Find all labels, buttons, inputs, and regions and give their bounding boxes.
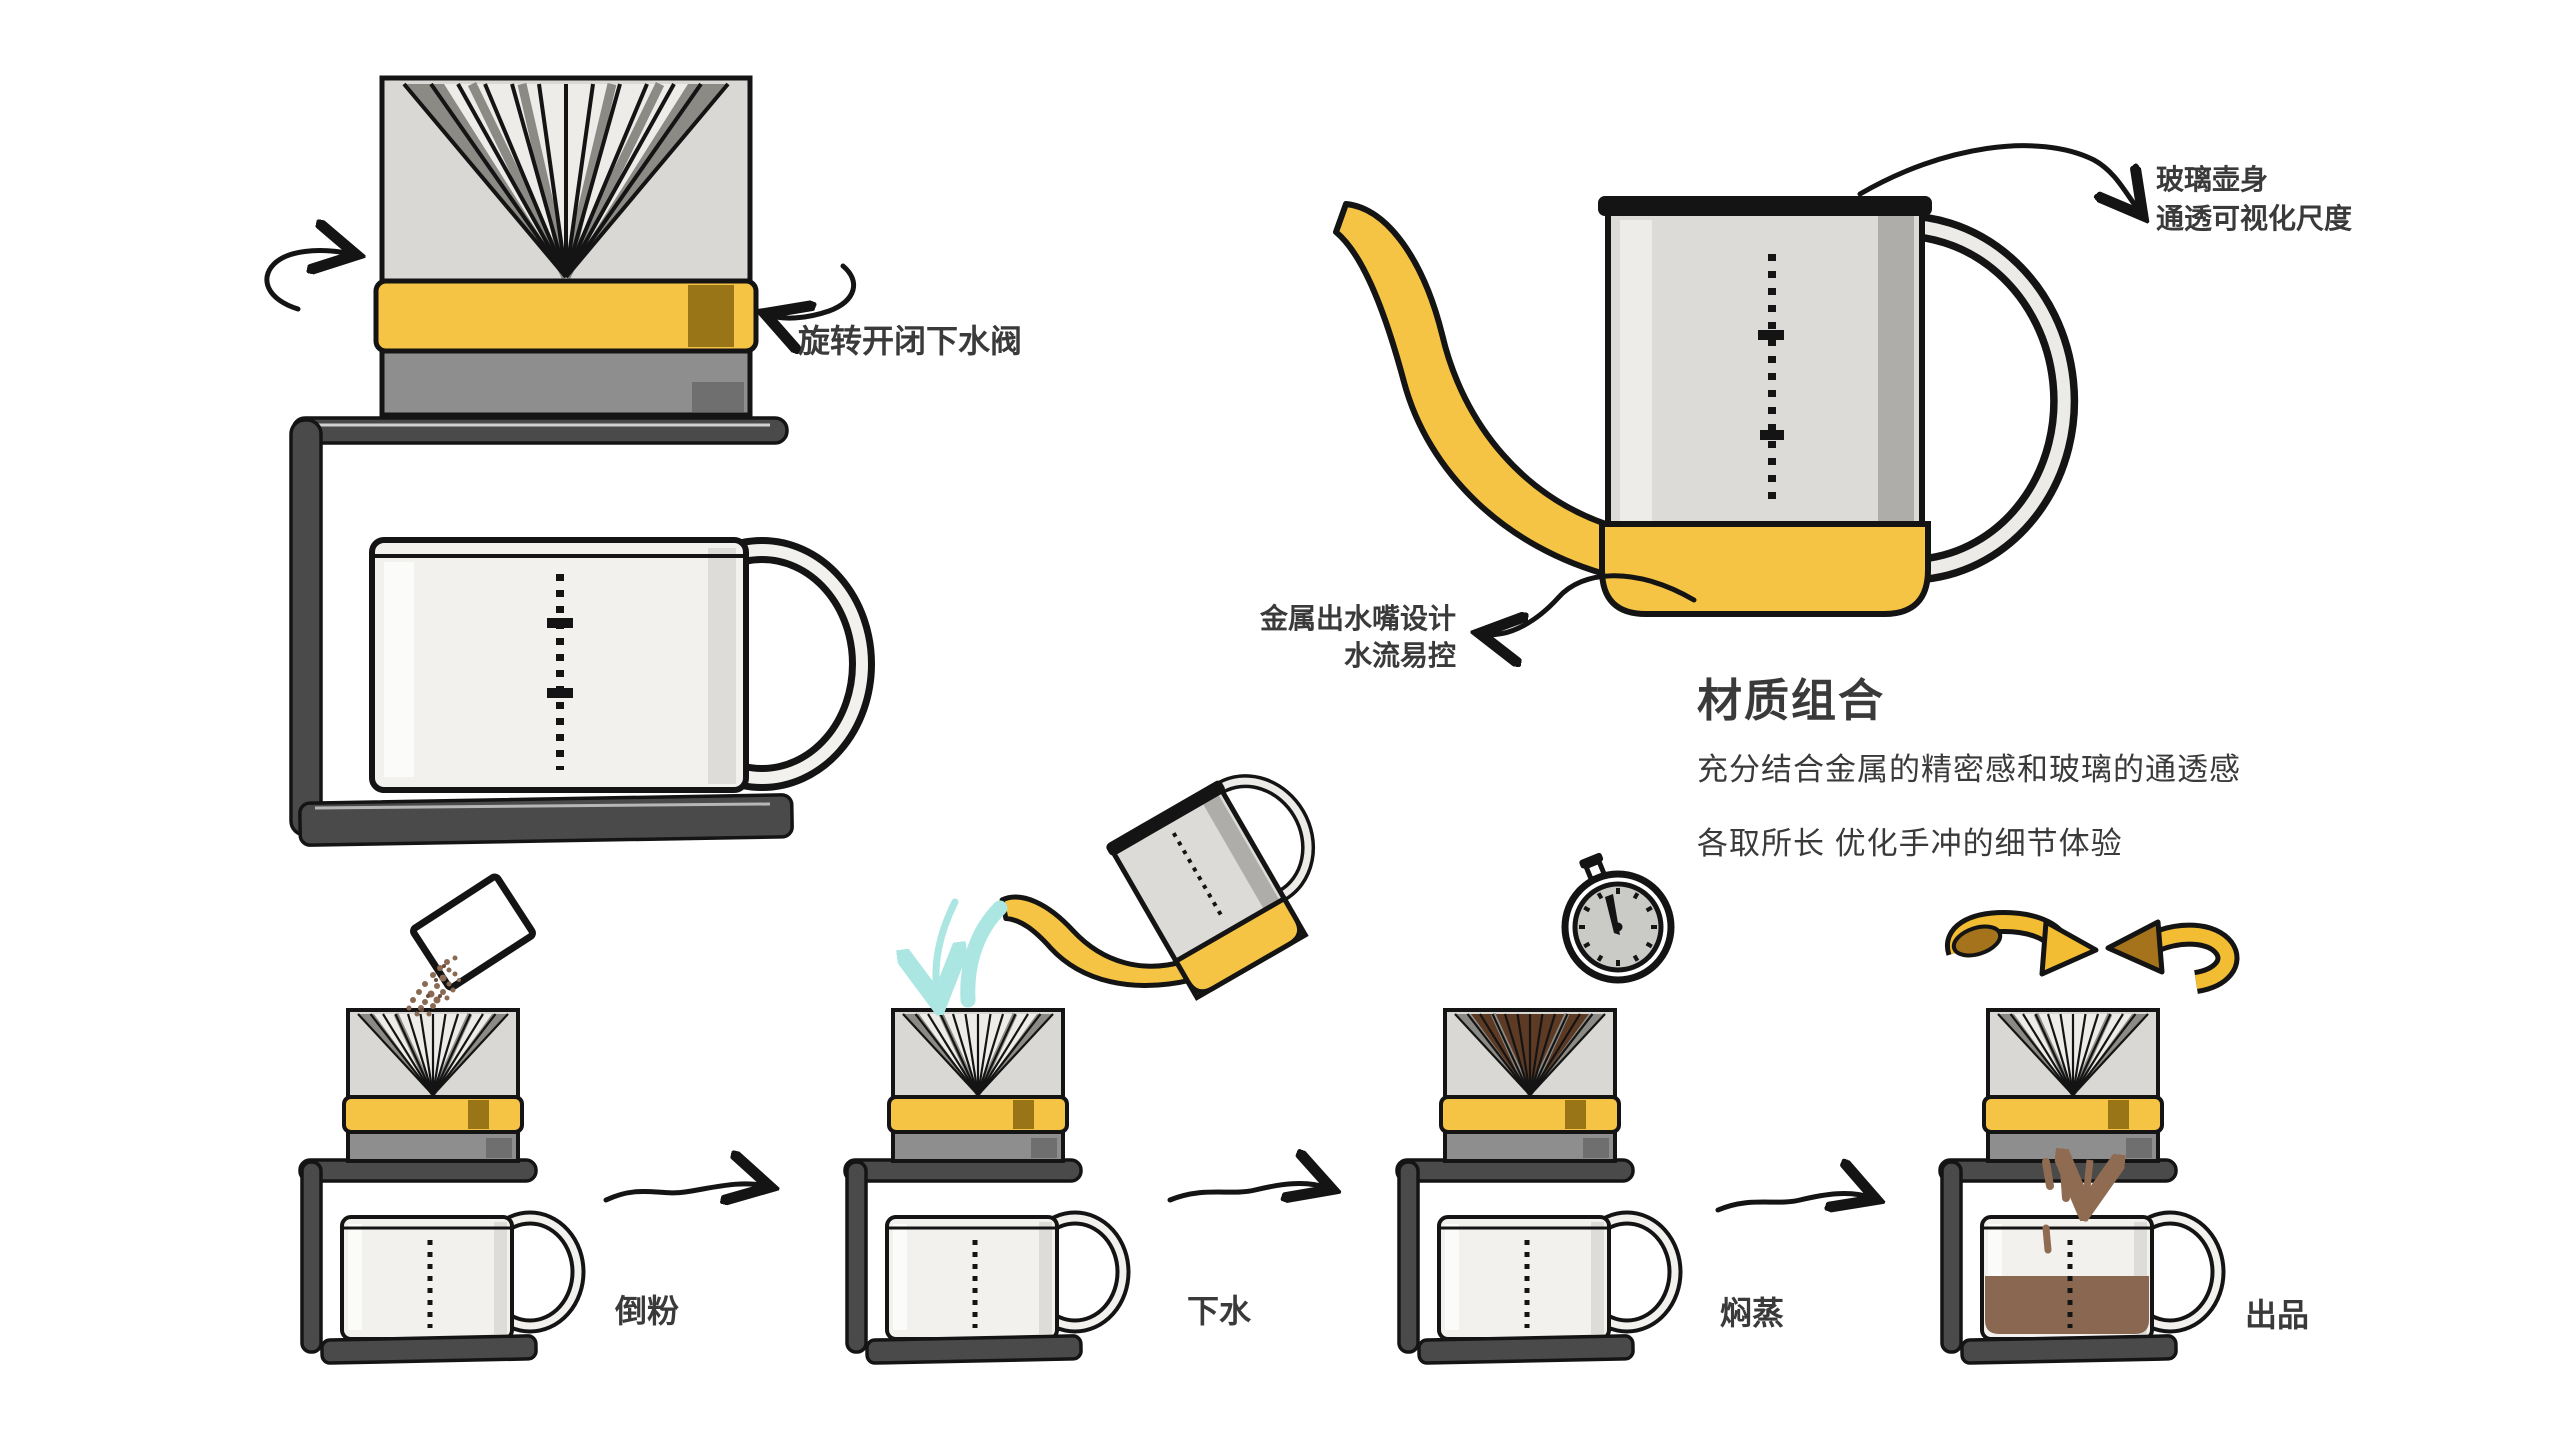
spout-annotation-line1: 金属出水嘴设计 — [1259, 603, 1456, 634]
big-dripper — [373, 75, 759, 418]
kettle-base — [1599, 521, 1931, 617]
step-label-bloom: 焖蒸 — [1720, 1295, 1785, 1331]
step-4-station — [1940, 1010, 2218, 1363]
spout-annotation: 金属出水嘴设计 水流易控 — [1140, 600, 1456, 674]
material-description-line2: 各取所长 优化手冲的细节体验 — [1697, 826, 2123, 861]
filter-pleats — [402, 82, 730, 279]
rotate-cycle-icon — [1945, 909, 2240, 994]
next-step-arrow-icon — [1167, 1184, 1328, 1200]
step-2-station — [845, 1010, 1123, 1363]
kettle-scale-marks — [1758, 254, 1784, 506]
glass-annotation-arrow-icon — [1857, 143, 2140, 212]
stopwatch-icon — [1561, 852, 1675, 984]
step-label-add-water: 下水 — [1187, 1293, 1252, 1329]
glass-body-annotation-line1: 玻璃壶身 — [2156, 164, 2269, 195]
material-description-line1: 充分结合金属的精密感和玻璃的通透感 — [1697, 752, 2241, 787]
rotate-arrow-right-icon — [769, 263, 856, 318]
step-label-serve: 出品 — [2245, 1297, 2310, 1333]
valve-annotation: 旋转开闭下水阀 — [798, 323, 1023, 359]
kettle-spout — [1333, 201, 1621, 579]
next-step-arrow-icon — [1715, 1194, 1872, 1210]
kettle-illustration — [1333, 143, 2140, 635]
pouring-kettle — [999, 774, 1316, 1001]
main-dripper-assembly — [264, 75, 875, 847]
water-stream-icon — [936, 898, 1008, 1000]
rotate-arrow-left-icon — [264, 251, 352, 312]
step-label-pour-powder: 倒粉 — [615, 1293, 680, 1329]
step-1-station — [300, 1010, 578, 1363]
mug-scale-marks — [547, 574, 573, 770]
spout-annotation-arrow-icon — [1484, 573, 1697, 635]
coffee-drip-icon — [2042, 1160, 2090, 1254]
material-section-title: 材质组合 — [1697, 675, 1886, 726]
next-step-arrow-icon — [603, 1184, 766, 1200]
glass-body-annotation: 玻璃壶身 通透可视化尺度 — [2156, 160, 2352, 238]
step-3-station — [1397, 1010, 1675, 1363]
glass-mug — [369, 537, 749, 793]
spout-annotation-line2: 水流易控 — [1343, 640, 1456, 671]
coffee-powder-icon — [406, 873, 536, 1017]
glass-body-annotation-line2: 通透可视化尺度 — [2156, 203, 2353, 234]
